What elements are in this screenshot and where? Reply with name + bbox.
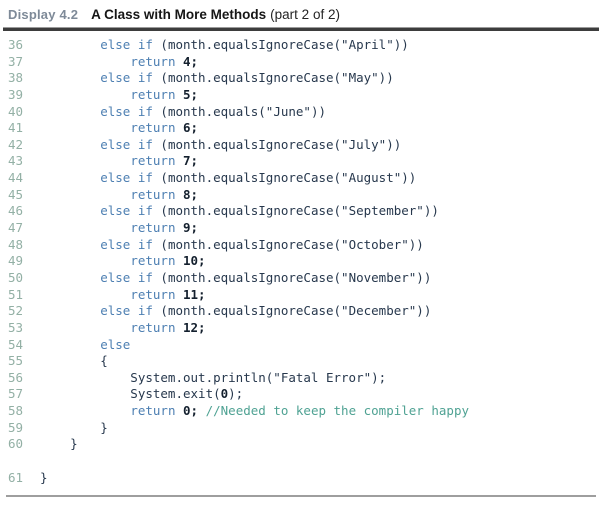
line-number: 48 bbox=[8, 236, 24, 252]
line-number: 50 bbox=[8, 269, 24, 285]
code-line: 46 else if (month.equalsIgnoreCase("Sept… bbox=[0, 203, 602, 220]
code-line: 57 System.exit(0); bbox=[0, 386, 602, 403]
display-label: Display 4.2 bbox=[8, 7, 79, 22]
line-number: 59 bbox=[8, 419, 24, 435]
code-text: return 11; bbox=[130, 286, 206, 302]
code-text: return 12; bbox=[130, 319, 206, 335]
code-text: else if (month.equalsIgnoreCase("October… bbox=[100, 236, 424, 252]
code-line: 42 else if (month.equalsIgnoreCase("July… bbox=[0, 137, 602, 154]
code-text: else if (month.equals("June")) bbox=[100, 103, 326, 119]
figure-title-text: A Class with More Methods bbox=[91, 7, 267, 22]
code-text: else if (month.equalsIgnoreCase("Novembe… bbox=[100, 269, 432, 285]
line-number: 55 bbox=[8, 353, 24, 369]
code-text: else bbox=[100, 336, 131, 352]
line-number: 53 bbox=[8, 319, 24, 335]
code-text: return 7; bbox=[130, 153, 199, 169]
code-text: System.out.println("Fatal Error"); bbox=[40, 369, 387, 385]
code-line: 37 return 4; bbox=[0, 54, 602, 71]
line-number: 52 bbox=[8, 303, 24, 319]
code-text: else if (month.equalsIgnoreCase("Decembe… bbox=[100, 303, 432, 319]
code-text: else if (month.equalsIgnoreCase("April")… bbox=[100, 37, 409, 52]
line-number: 41 bbox=[8, 120, 24, 136]
code-text: } bbox=[40, 469, 48, 485]
figure-header: Display 4.2 A Class with More Methods(pa… bbox=[0, 0, 602, 23]
line-number: 47 bbox=[8, 220, 24, 236]
code-line: 55 { bbox=[0, 353, 602, 370]
line-number: 56 bbox=[8, 369, 24, 385]
code-line: 36 else if (month.equalsIgnoreCase("Apri… bbox=[0, 37, 602, 54]
code-text: else if (month.equalsIgnoreCase("July")) bbox=[100, 136, 402, 152]
line-number: 58 bbox=[8, 403, 24, 419]
line-number: 61 bbox=[8, 469, 24, 485]
code-line: 52 else if (month.equalsIgnoreCase("Dece… bbox=[0, 303, 602, 320]
line-number: 46 bbox=[8, 203, 24, 219]
code-text: return 0; //Needed to keep the compiler … bbox=[130, 403, 469, 419]
line-number: 51 bbox=[8, 286, 24, 302]
code-line: 50 else if (month.equalsIgnoreCase("Nove… bbox=[0, 270, 602, 287]
figure-title-part: (part 2 of 2) bbox=[270, 7, 340, 22]
code-line: 54 else bbox=[0, 337, 602, 354]
code-line bbox=[0, 453, 602, 470]
line-number: 54 bbox=[8, 336, 24, 352]
line-number: 45 bbox=[8, 186, 24, 202]
line-number: 40 bbox=[8, 103, 24, 119]
header-rule bbox=[3, 27, 599, 31]
code-line: 56 System.out.println("Fatal Error"); bbox=[0, 370, 602, 387]
line-number: 38 bbox=[8, 70, 24, 86]
line-number: 49 bbox=[8, 253, 24, 269]
code-line: 51 return 11; bbox=[0, 287, 602, 304]
code-text: else if (month.equalsIgnoreCase("Septemb… bbox=[100, 203, 439, 219]
line-number: 60 bbox=[8, 436, 24, 452]
line-number: 43 bbox=[8, 153, 24, 169]
figure-title: A Class with More Methods(part 2 of 2) bbox=[91, 7, 340, 22]
line-number: 44 bbox=[8, 170, 24, 186]
code-line: 41 return 6; bbox=[0, 120, 602, 137]
code-line: 44 else if (month.equalsIgnoreCase("Augu… bbox=[0, 170, 602, 187]
code-line: 60 } bbox=[0, 436, 602, 453]
code-text: { bbox=[40, 353, 108, 369]
code-text: else if (month.equalsIgnoreCase("May")) bbox=[100, 70, 394, 86]
code-line: 58 return 0; //Needed to keep the compil… bbox=[0, 403, 602, 420]
code-text: return 5; bbox=[130, 86, 199, 102]
code-text: } bbox=[40, 419, 108, 435]
code-line: 40 else if (month.equals("June")) bbox=[0, 104, 602, 121]
line-number: 37 bbox=[8, 53, 24, 69]
code-line: 38 else if (month.equalsIgnoreCase("May"… bbox=[0, 70, 602, 87]
code-text: return 9; bbox=[130, 220, 199, 236]
code-line: 61} bbox=[0, 470, 602, 487]
code-text: return 8; bbox=[130, 186, 199, 202]
code-line: 47 return 9; bbox=[0, 220, 602, 237]
footer-rule bbox=[6, 495, 596, 498]
code-text: } bbox=[40, 436, 78, 452]
code-text: return 6; bbox=[130, 120, 199, 136]
code-line: 53 return 12; bbox=[0, 320, 602, 337]
code-text: System.exit(0); bbox=[40, 386, 244, 402]
code-line: 48 else if (month.equalsIgnoreCase("Octo… bbox=[0, 237, 602, 254]
line-number: 42 bbox=[8, 136, 24, 152]
code-text: return 4; bbox=[130, 53, 199, 69]
line-number: 57 bbox=[8, 386, 24, 402]
code-line: 59 } bbox=[0, 420, 602, 437]
code-text: else if (month.equalsIgnoreCase("August"… bbox=[100, 170, 417, 186]
code-text: return 10; bbox=[130, 253, 206, 269]
code-listing: 36 else if (month.equalsIgnoreCase("Apri… bbox=[0, 31, 602, 486]
line-number: 39 bbox=[8, 86, 24, 102]
code-line: 45 return 8; bbox=[0, 187, 602, 204]
code-line: 43 return 7; bbox=[0, 153, 602, 170]
code-line: 49 return 10; bbox=[0, 253, 602, 270]
line-number: 36 bbox=[8, 37, 24, 52]
code-line: 39 return 5; bbox=[0, 87, 602, 104]
